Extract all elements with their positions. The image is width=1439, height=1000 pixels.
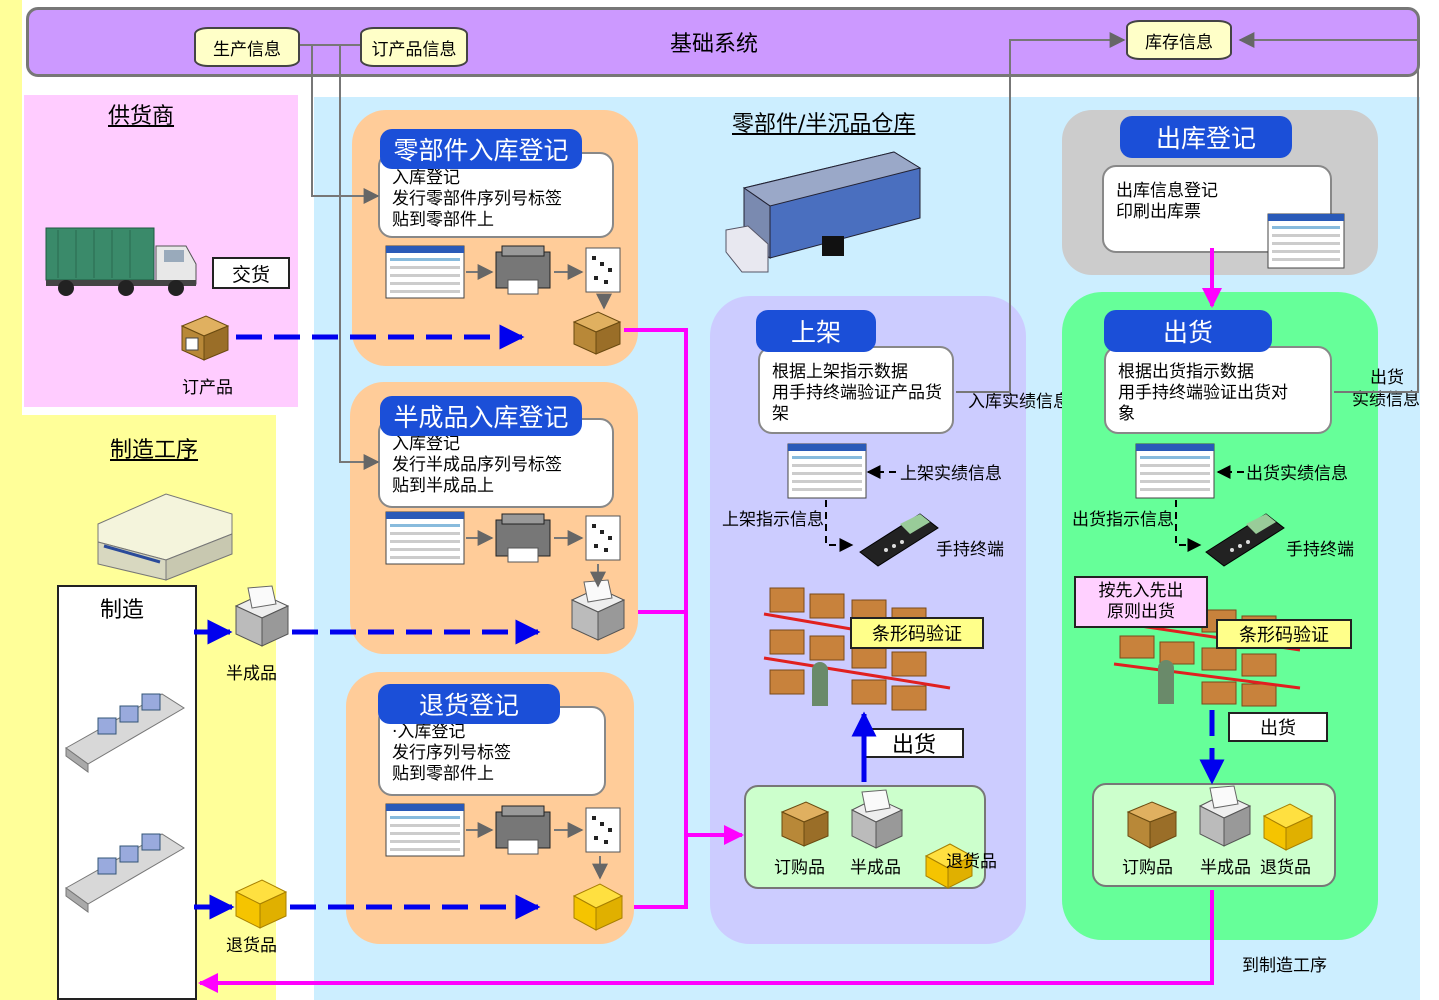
screen-icon bbox=[1267, 213, 1345, 269]
conveyor-icon bbox=[65, 693, 185, 773]
fifo-line: 原则出货 bbox=[1107, 602, 1175, 622]
note-line: 贴到零部件上 bbox=[392, 210, 494, 230]
note-line: 发行半成品序列号标签 bbox=[392, 455, 562, 475]
return-receiving-title[interactable]: 退货登记 bbox=[378, 684, 560, 724]
note-line: 发行零部件序列号标签 bbox=[392, 189, 562, 209]
note-line: 架 bbox=[772, 404, 789, 424]
screen-icon bbox=[385, 511, 465, 565]
screen-icon bbox=[1135, 443, 1215, 499]
returned-crate-icon bbox=[924, 843, 974, 889]
box-icon bbox=[572, 311, 622, 355]
returned-crate-icon bbox=[572, 883, 624, 931]
label-icon bbox=[585, 247, 621, 293]
handheld-terminal-icon bbox=[1205, 513, 1285, 567]
note-line: 入库登记 bbox=[392, 434, 460, 454]
warehouse-building-icon bbox=[725, 151, 922, 273]
returned-crate-icon bbox=[1262, 803, 1314, 851]
shipping-title[interactable]: 出货 bbox=[1104, 310, 1272, 352]
shelving-note: 根据上架指示数据 用手持终端验证产品货 架 bbox=[758, 346, 954, 434]
note-line: 用手持终端验证出货对 bbox=[1118, 383, 1288, 403]
production-info-database[interactable]: 生产信息 bbox=[194, 27, 300, 67]
note-line: ·入库登记 bbox=[392, 722, 466, 742]
inventory-info-database[interactable]: 库存信息 bbox=[1126, 20, 1232, 60]
note-line: 印刷出库票 bbox=[1116, 202, 1201, 222]
note-line: 贴到半成品上 bbox=[392, 476, 494, 496]
semi-receiving-title[interactable]: 半成品入库登记 bbox=[380, 396, 582, 436]
note-line: 出库信息登记 bbox=[1116, 181, 1218, 201]
shipping-result-info-label: 实绩信息 bbox=[1352, 390, 1420, 410]
printer-icon bbox=[495, 805, 551, 855]
stock-item-ordered: 订购品 bbox=[1122, 858, 1173, 878]
stock-item-semi-finished: 半成品 bbox=[1200, 858, 1251, 878]
screen-icon bbox=[385, 803, 465, 857]
shipping-result-info-label: 出货 bbox=[1370, 368, 1404, 388]
handheld-terminal-icon bbox=[859, 513, 939, 567]
note-line: 入库登记 bbox=[392, 168, 460, 188]
parts-receiving-title[interactable]: 零部件入库登记 bbox=[380, 129, 582, 169]
label-icon bbox=[585, 807, 621, 853]
box-icon bbox=[780, 801, 830, 847]
ordered-product-label: 订产品 bbox=[182, 378, 233, 398]
handheld-terminal-label: 手持终端 bbox=[1286, 540, 1354, 560]
semi-finished-box-icon bbox=[1198, 785, 1252, 847]
shelving-title[interactable]: 上架 bbox=[756, 310, 876, 352]
shipping-note: 根据出货指示数据 用手持终端验证出货对 象 bbox=[1104, 346, 1332, 434]
basic-system-title: 基础系统 bbox=[670, 32, 759, 57]
note-line: 用手持终端验证产品货 bbox=[772, 383, 942, 403]
note-line: 根据上架指示数据 bbox=[772, 362, 908, 382]
note-line: 发行序列号标签 bbox=[392, 743, 511, 763]
semi-finished-box-icon bbox=[234, 585, 290, 647]
ship-instruction-info-label: 出货指示信息 bbox=[1072, 510, 1174, 530]
stock-item-semi-finished: 半成品 bbox=[850, 858, 901, 878]
box-icon bbox=[1126, 801, 1178, 849]
truck-icon bbox=[45, 227, 197, 296]
to-manufacturing-label: 到制造工序 bbox=[1242, 956, 1327, 976]
shipping-ship-label: 出货 bbox=[1228, 712, 1328, 742]
order-info-database[interactable]: 订产品信息 bbox=[360, 27, 468, 67]
returned-goods-label: 退货品 bbox=[226, 936, 277, 956]
stock-item-returned: 退货品 bbox=[946, 852, 997, 872]
note-line: 象 bbox=[1118, 404, 1135, 424]
fifo-shipping-label: 按先入先出 原则出货 bbox=[1074, 576, 1208, 628]
semi-finished-box-icon bbox=[570, 579, 626, 641]
note-line: 根据出货指示数据 bbox=[1118, 362, 1254, 382]
shelving-ship-label: 出货 bbox=[864, 728, 964, 758]
returned-crate-icon bbox=[234, 879, 288, 929]
screen-icon bbox=[385, 245, 465, 299]
printer-icon bbox=[495, 245, 551, 295]
supplier-title: 供货商 bbox=[108, 104, 175, 129]
stock-item-ordered: 订购品 bbox=[774, 858, 825, 878]
fifo-line: 按先入先出 bbox=[1098, 581, 1184, 601]
manufacturing-process-box bbox=[57, 585, 197, 1000]
shelf-instruction-info-label: 上架指示信息 bbox=[722, 510, 824, 530]
factory-icon bbox=[97, 493, 233, 581]
printer-icon bbox=[495, 513, 551, 563]
label-icon bbox=[585, 515, 621, 561]
ship-result-info-label: 出货实绩信息 bbox=[1246, 464, 1348, 484]
shelf-result-info-label: 上架实绩信息 bbox=[900, 464, 1002, 484]
inbound-result-info-label: 入库实绩信息 bbox=[968, 392, 1070, 412]
barcode-verification-label: 条形码验证 bbox=[850, 617, 984, 649]
stock-item-returned: 退货品 bbox=[1260, 858, 1311, 878]
semi-finished-label: 半成品 bbox=[226, 664, 277, 684]
conveyor-icon bbox=[65, 833, 185, 913]
box-icon bbox=[180, 315, 230, 361]
outbound-registration-title[interactable]: 出库登记 bbox=[1120, 116, 1292, 158]
manufacturing-process-label: 制造 bbox=[100, 598, 145, 623]
note-line: 贴到零部件上 bbox=[392, 764, 494, 784]
screen-icon bbox=[787, 443, 867, 499]
manufacturing-title: 制造工序 bbox=[110, 438, 199, 463]
semi-finished-box-icon bbox=[850, 789, 904, 849]
delivery-label: 交货 bbox=[212, 257, 290, 289]
warehouse-title: 零部件/半沉品仓库 bbox=[732, 112, 916, 137]
barcode-verification-label: 条形码验证 bbox=[1216, 619, 1352, 649]
handheld-terminal-label: 手持终端 bbox=[936, 540, 1004, 560]
